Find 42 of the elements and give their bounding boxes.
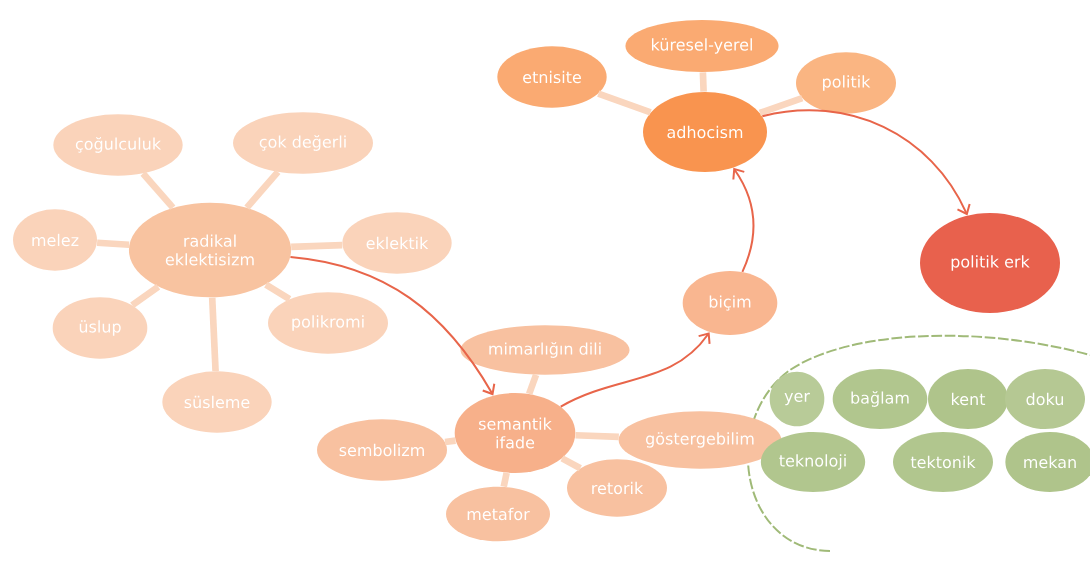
cloud-node: mimarlığın dili	[460, 325, 630, 375]
connector	[526, 373, 540, 395]
cloud-node: melez	[13, 209, 97, 271]
cloud-node: çok değerli	[233, 112, 373, 174]
cloud-node: çoğulculuk	[53, 114, 183, 176]
cloud-node: bağlam	[832, 369, 928, 429]
arrow	[289, 256, 496, 396]
cloud-node: tektonik	[893, 432, 993, 492]
arrow	[732, 167, 755, 273]
connector	[208, 297, 219, 372]
cloud-node: süsleme	[162, 371, 272, 433]
cloud-node: politik erk	[920, 213, 1060, 313]
connector	[140, 171, 176, 210]
cloud-node: eklektik	[342, 212, 452, 274]
cloud-node: üslup	[52, 297, 148, 359]
arrow	[761, 109, 971, 216]
cloud-node: polikromi	[268, 292, 388, 354]
arrow	[559, 332, 711, 408]
connector	[758, 95, 804, 117]
cloud-node: yer	[769, 371, 825, 427]
cloud-node: sembolizm	[317, 419, 447, 481]
connector	[500, 472, 510, 488]
connector	[244, 169, 281, 210]
cloud-node: radikal eklektisizm	[128, 202, 292, 298]
cloud-node: mekan	[1005, 432, 1090, 492]
cloud-node: politik	[796, 52, 896, 114]
cloud-node: kent	[928, 369, 1008, 429]
cloud-node: doku	[1005, 369, 1085, 429]
connector	[264, 281, 292, 303]
cloud-node: etnisite	[497, 46, 607, 108]
cloud-node: biçim	[682, 271, 778, 335]
connector	[597, 90, 652, 116]
cloud-node: metafor	[446, 486, 550, 542]
connector	[96, 239, 130, 249]
cloud-node: teknoloji	[760, 432, 866, 492]
cloud-node: adhocism	[643, 92, 767, 172]
cloud-node: küresel-yerel	[625, 20, 779, 72]
cloud-node: semantik ifade	[454, 393, 576, 473]
connector	[130, 284, 161, 308]
connector	[444, 437, 456, 446]
connector	[560, 455, 582, 472]
cloud-node: retorik	[567, 459, 667, 517]
